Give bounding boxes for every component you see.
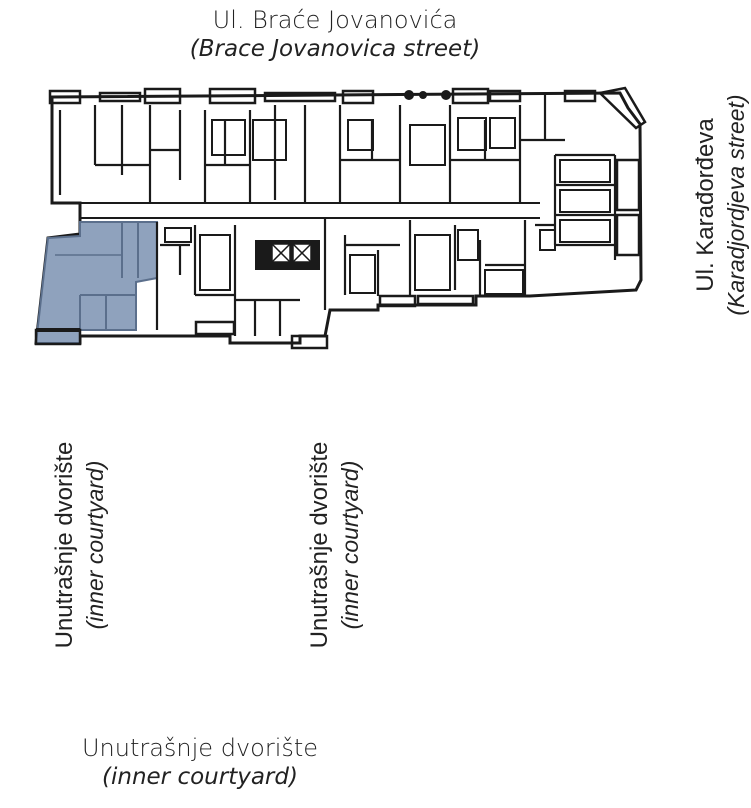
top-street-label: Ul. Braće Jovanovića (Brace Jovanovica s…	[150, 5, 520, 64]
interior-walls-lower	[155, 218, 555, 336]
interior-walls	[58, 95, 617, 260]
room-boxes	[164, 117, 611, 295]
highlighted-apartment	[34, 221, 158, 344]
balconies	[34, 86, 647, 350]
courtyard-bottom-translation: (inner courtyard)	[102, 764, 298, 790]
top-street-name: Ul. Braće Jovanovića	[212, 6, 458, 34]
courtyard-bottom-name: Unutrašnje dvorište	[81, 734, 319, 762]
top-street-translation: (Brace Jovanovica street)	[189, 36, 481, 62]
corridor	[80, 202, 540, 219]
facade-details	[404, 90, 451, 100]
elevator-core	[255, 240, 320, 270]
courtyard-bottom-label: Unutrašnje dvorište (inner courtyard)	[50, 733, 350, 792]
